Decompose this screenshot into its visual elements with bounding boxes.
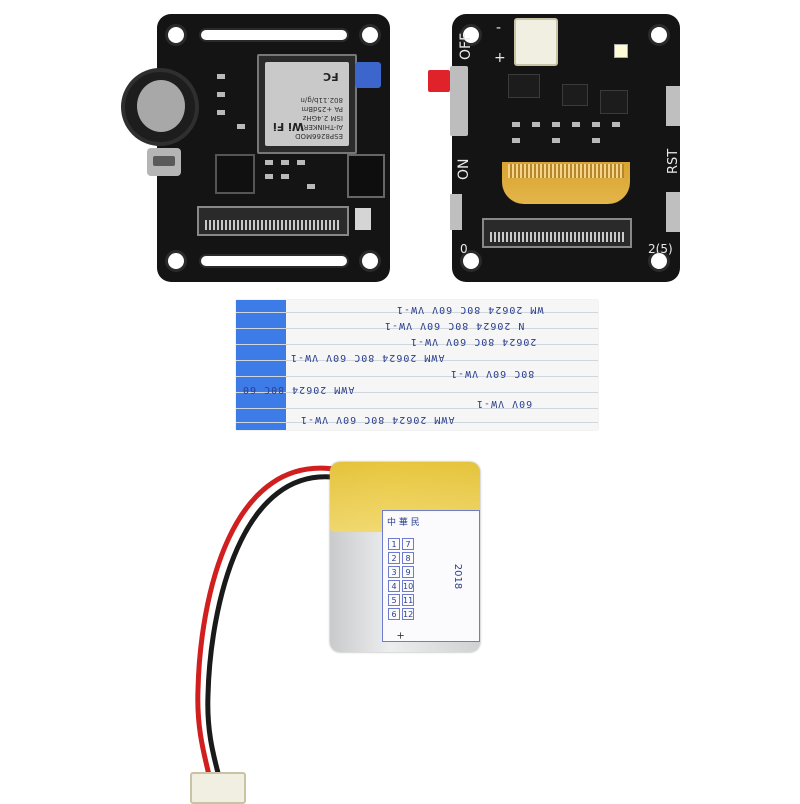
black-wire <box>205 474 341 800</box>
ribbon-stiffener <box>236 300 286 430</box>
month-cell: 7 <box>402 538 414 550</box>
ribbon-print-line: AWM 20624 80C 60 <box>242 384 355 395</box>
ribbon-print-line: AWM 20624 80C 60V VW-1 <box>300 414 455 425</box>
month-cell: 12 <box>402 608 414 620</box>
battery-wires <box>195 465 341 800</box>
ribbon-print-line: WM 20624 80C 60V VW-1 <box>396 304 544 315</box>
mounting-hole-top-right <box>648 24 670 46</box>
month-cell: 2 <box>388 552 400 564</box>
zero-label: 0 <box>460 242 468 256</box>
usb-uart-chip <box>215 154 255 194</box>
month-cell: 9 <box>402 566 414 578</box>
left-side-button <box>450 194 462 230</box>
month-cell: 10 <box>402 580 414 592</box>
month-cell: 5 <box>388 594 400 606</box>
ribbon-print-line: N 20624 80C 60V VW-1 <box>384 320 525 331</box>
oled-flex-tail <box>502 162 630 204</box>
mounting-hole-top-left <box>460 24 482 46</box>
side-button <box>666 192 680 232</box>
module-label-line: 802.11b/g/n <box>300 96 343 104</box>
strap-slot-top <box>199 28 349 42</box>
module-label-stack: ESP8266MOD AI-THINKER ISM 2.4GHz PA +25d… <box>271 95 343 140</box>
month-cell: 11 <box>402 594 414 606</box>
on-label: ON <box>456 158 472 181</box>
off-label: OFF <box>458 32 474 60</box>
month-cell: 4 <box>388 580 400 592</box>
module-shield: ESP8266MOD AI-THINKER ISM 2.4GHz PA +25d… <box>265 62 349 146</box>
battery-header: 中 華 民 <box>387 518 420 528</box>
mounting-hole-top-right <box>359 24 381 46</box>
wifi-logo: Wi Fi <box>273 120 305 133</box>
month-cell: 6 <box>388 608 400 620</box>
lipo-battery: 中 華 民 2018 1 2 3 4 5 6 7 8 9 10 11 12 + <box>330 462 480 652</box>
month-cell: 1 <box>388 538 400 550</box>
module-label-line: PA +25dBm <box>301 105 343 113</box>
pin-label: 2(5) <box>648 242 673 256</box>
coin-cell-top <box>137 80 185 132</box>
ribbon-print-line: 20624 80C 60V VW-1 <box>410 336 537 347</box>
power-switch-body <box>450 66 468 136</box>
jst-plug <box>190 772 246 804</box>
fpc-label <box>355 208 371 230</box>
rst-label: RST <box>666 148 681 174</box>
oled-carrier-pcb: - + OFF ON RST 0 2(5) <box>428 14 681 282</box>
ribbon-print-line: AWM 20624 80C 60V VW-1 <box>290 352 445 363</box>
battery-date-grid: 中 華 民 2018 <box>382 510 480 642</box>
voltage-regulator <box>347 154 385 198</box>
esp8266-module: ESP8266MOD AI-THINKER ISM 2.4GHz PA +25d… <box>257 54 357 154</box>
month-cell: 8 <box>402 552 414 564</box>
power-switch-knob <box>428 70 450 92</box>
micro-usb-port <box>147 148 181 176</box>
plus-label: + <box>494 50 506 66</box>
mounting-hole-bottom-left <box>460 250 482 272</box>
fc-mark: FC <box>323 70 339 83</box>
mounting-hole-bottom-right <box>359 250 381 272</box>
esp8266-pcb-board: ESP8266MOD AI-THINKER ISM 2.4GHz PA +25d… <box>121 14 390 282</box>
battery-jst-connector <box>514 18 558 66</box>
fpc-connector <box>197 206 349 236</box>
mounting-hole-bottom-left <box>165 250 187 272</box>
mounting-hole-bottom-right <box>648 250 670 272</box>
polarity-mark: + <box>394 631 406 640</box>
strap-slot-bottom <box>199 254 349 268</box>
coin-cell-battery <box>121 68 199 146</box>
battery-year: 2018 <box>452 563 464 590</box>
white-led <box>614 44 628 58</box>
antenna-connector <box>355 62 381 88</box>
month-cell: 3 <box>388 566 400 578</box>
rst-button <box>666 86 680 126</box>
fpc-connector <box>482 218 632 248</box>
red-wire <box>195 465 341 800</box>
ribbon-print-line: 60V VW-1 <box>476 398 533 409</box>
mounting-hole-top-left <box>165 24 187 46</box>
minus-label: - <box>496 20 502 36</box>
ribbon-print-line: 80C 60V VW-1 <box>450 368 535 379</box>
